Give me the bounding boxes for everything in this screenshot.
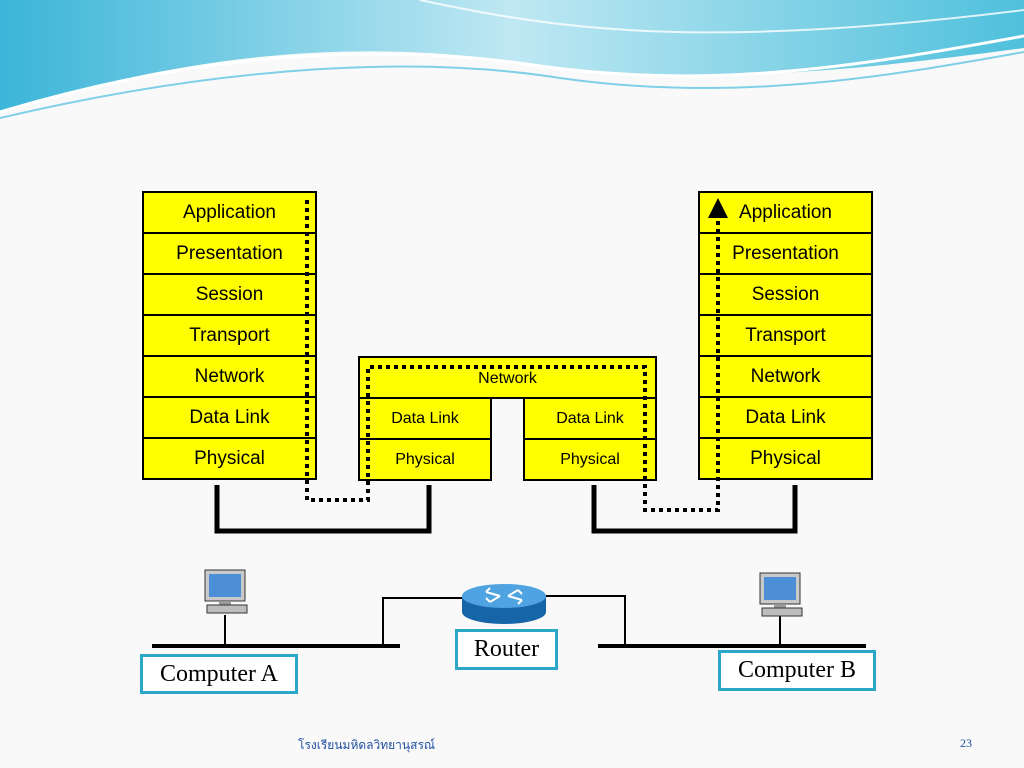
router-layer-network: Network <box>358 356 657 399</box>
host-a-layer-data-link: Data Link <box>142 396 317 439</box>
computer-icon <box>759 572 803 617</box>
physical-link-router-b <box>591 485 798 534</box>
host-b-layer-network: Network <box>698 355 873 398</box>
host-a-layer-application: Application <box>142 191 317 234</box>
router-label: Router <box>455 629 558 670</box>
router-icon <box>462 584 546 624</box>
host-a-layer-network: Network <box>142 355 317 398</box>
router-layer-physical-left: Physical <box>358 438 492 481</box>
computer-b-label: Computer B <box>718 650 876 691</box>
router-layer-data-link-left: Data Link <box>358 397 492 440</box>
host-a-layer-presentation: Presentation <box>142 232 317 275</box>
host-a-layer-session: Session <box>142 273 317 316</box>
host-b-layer-presentation: Presentation <box>698 232 873 275</box>
host-b-layer-session: Session <box>698 273 873 316</box>
host-b-layer-data-link: Data Link <box>698 396 873 439</box>
computer-icon <box>204 569 248 614</box>
router-layer-data-link-right: Data Link <box>523 397 657 440</box>
page-number: 23 <box>960 736 972 750</box>
host-a-layer-transport: Transport <box>142 314 317 357</box>
host-b-layer-transport: Transport <box>698 314 873 357</box>
footer-school-name: โรงเรียนมหิดลวิทยานุสรณ์ <box>298 738 436 752</box>
router-uplink-left <box>382 597 462 646</box>
router-layer-physical-right: Physical <box>523 438 657 481</box>
physical-link-a-router <box>214 485 432 534</box>
header-wave <box>0 0 1024 119</box>
host-b-layer-physical: Physical <box>698 437 873 480</box>
host-a-layer-physical: Physical <box>142 437 317 480</box>
host-b-layer-application: Application <box>698 191 873 234</box>
computer-a-label: Computer A <box>140 654 298 694</box>
